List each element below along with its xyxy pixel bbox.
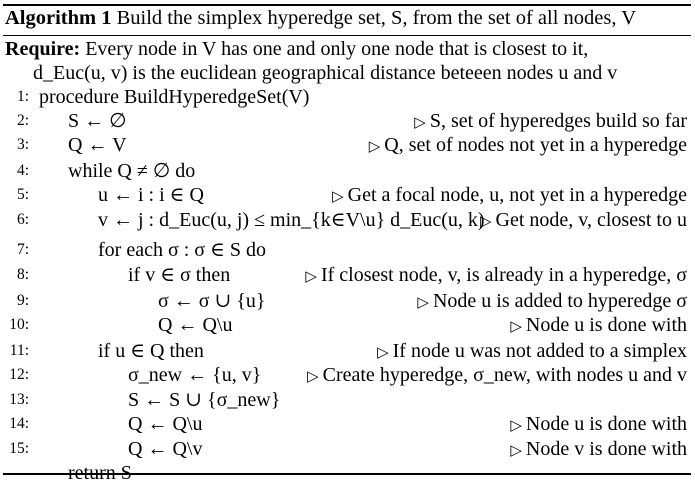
line-number: 3: [16,136,29,153]
line-code: v ← j : d_Euc(u, j) ≤ min_{k∈V\u} d_Euc(… [98,209,485,231]
caption-label: Algorithm 1 [5,7,112,29]
line-number: 8: [16,266,29,283]
line-number: 6: [16,211,29,228]
line-code: if v ∈ σ then [128,264,231,286]
line-comment: ▷Node u is done with [510,313,687,339]
line-code: Q ← Q\u [158,314,233,336]
algorithm-box: Algorithm 1 Build the simplex hyperedge … [3,2,691,484]
line-number: 5: [16,186,29,203]
bottom-rule [3,473,691,475]
line-code: Q ← Q\v [128,438,203,460]
line-comment: ▷If node u was not added to a simplex [377,339,687,365]
comment-triangle-icon: ▷ [417,295,429,311]
line-code: if u ∈ Q then [98,340,204,362]
algorithm-line: 10: Q ← Q\u ▷Node u is done with [3,313,691,337]
line-comment: ▷Create hyperedge, σ_new, with nodes u a… [307,363,687,389]
comment-triangle-icon: ▷ [510,319,522,335]
line-comment: ▷Node v is done with [510,437,687,463]
comment-text: If closest node, v, is already in a hype… [320,264,687,286]
line-code: S ← ∅ [68,110,127,132]
comment-text: If node u was not added to a simplex [392,340,687,362]
line-code: Q ← Q\u [128,413,203,435]
line-code: Q ← V [68,134,127,156]
line-number: 7: [16,241,29,258]
comment-text: Get node, v, closest to u [495,209,687,231]
line-comment: ▷S, set of hyperedges build so far [414,109,687,135]
line-number: 2: [16,112,29,129]
caption-text: Build the simplex hyperedge set, S, from… [116,7,637,29]
comment-triangle-icon: ▷ [414,115,426,131]
comment-text: Node u is added to hyperedge σ [432,290,687,312]
algorithm-caption: Algorithm 1 Build the simplex hyperedge … [5,7,636,30]
line-comment: ▷Q, set of nodes not yet in a hyperedge [369,133,687,159]
top-rule [3,4,691,6]
comment-text: Q, set of nodes not yet in a hyperedge [384,134,687,156]
line-comment: ▷Get node, v, closest to u [480,208,687,234]
require-text-1: Every node in V has one and only one nod… [85,38,589,60]
comment-triangle-icon: ▷ [307,369,319,385]
comment-text: Create hyperedge, σ_new, with nodes u an… [322,364,687,386]
algorithm-line: 11: if u ∈ Q then ▷If node u was not added… [3,339,691,363]
require-label: Require: [5,38,81,60]
comment-triangle-icon: ▷ [305,269,317,285]
line-comment: ▷Node u is added to hyperedge σ [417,289,687,315]
comment-text: Node u is done with [525,314,687,336]
algorithm-line: 15: Q ← Q\v ▷Node v is done with [3,437,691,461]
algorithm-line: 6: v ← j : d_Euc(u, j) ≤ min_{k∈V\u} d_Eu… [3,208,691,232]
line-code: σ_new ← {u, v} [128,364,262,386]
comment-triangle-icon: ▷ [510,443,522,459]
algorithm-line: 4: while Q ≠ ∅ do [3,159,691,183]
line-code: for each σ : σ ∈ S do [98,239,266,261]
algorithm-line: 1: procedure BuildHyperedgeSet(V) [3,85,691,109]
algorithm-line: 9: σ ← σ ∪ {u} ▷Node u is added to hypered… [3,289,691,313]
comment-triangle-icon: ▷ [368,139,381,155]
line-number: 9: [16,292,29,309]
algorithm-line: 12: σ_new ← {u, v} ▷Create hyperedge, σ_ne… [3,363,691,387]
comment-text: Get a focal node, u, not yet in a hypere… [347,184,687,206]
comment-triangle-icon: ▷ [332,189,344,205]
line-number: 12: [9,366,29,383]
require-line-2: d_Euc(u, v) is the euclidean geographica… [33,62,618,84]
line-number: 15: [9,440,29,457]
comment-triangle-icon: ▷ [480,214,492,230]
algorithm-line: 5: u ← i : i ∈ Q ▷Get a focal node, u, not… [3,183,691,207]
line-code: σ ← σ ∪ {u} [158,290,266,312]
line-comment: ▷If closest node, v, is already in a hyp… [305,263,687,289]
line-code: while Q ≠ ∅ do [68,160,196,182]
line-code: S ← S ∪ {σ_new} [128,389,281,411]
line-number: 4: [16,162,29,179]
comment-text: Node u is done with [525,413,687,435]
line-code: procedure BuildHyperedgeSet(V) [39,86,310,108]
line-comment: ▷Get a focal node, u, not yet in a hyper… [332,183,687,209]
algorithm-line: 14: Q ← Q\u ▷Node u is done with [3,412,691,436]
algorithm-line: 3: Q ← V ▷Q, set of nodes not yet in a hyp… [3,133,691,157]
line-number: 14: [9,415,29,432]
line-number: 10: [9,316,29,333]
comment-text: S, set of hyperedges build so far [429,110,687,132]
line-number: 1: [16,88,29,105]
caption-rule [3,35,691,36]
comment-triangle-icon: ▷ [377,345,389,361]
require-line-1: Require: Every node in V has one and onl… [5,38,588,61]
comment-text: Node v is done with [525,438,687,460]
line-number: 11: [9,342,29,359]
line-comment: ▷Node u is done with [510,412,687,438]
algorithm-line: 7: for each σ : σ ∈ S do [3,238,691,262]
algorithm-line: 13: S ← S ∪ {σ_new} [3,388,691,412]
algorithm-line: 8: if v ∈ σ then ▷If closest node, v, is a… [3,263,691,287]
algorithm-line: 2: S ← ∅ ▷S, set of hyperedges build so fa… [3,109,691,133]
comment-triangle-icon: ▷ [510,418,522,434]
line-number: 13: [9,391,29,408]
line-code: u ← i : i ∈ Q [98,184,204,206]
